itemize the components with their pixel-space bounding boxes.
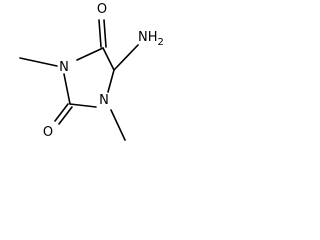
bond-amino xyxy=(113,44,139,71)
atom-labels: O N N O NH2 xyxy=(43,2,164,140)
bond-ring-n3-c2 xyxy=(63,73,71,105)
bond-ring-n1-c5 xyxy=(107,69,115,93)
bond-methyl-bottom xyxy=(110,109,126,141)
atom-oxygen-bottom: O xyxy=(43,125,53,140)
bonds xyxy=(19,19,139,141)
chemical-structure-diagram: O N N O NH2 xyxy=(19,2,164,141)
bond-carbonyl-bottom-1 xyxy=(54,103,69,122)
atom-nitrogen-left: N xyxy=(59,60,69,75)
atom-oxygen-top: O xyxy=(97,2,107,17)
bond-methyl-left xyxy=(19,57,58,67)
atom-nitrogen-bottom: N xyxy=(99,93,109,108)
bond-ring-c4-c5 xyxy=(102,47,115,71)
amino-subscript: 2 xyxy=(158,37,164,48)
bond-ring-c2-n1 xyxy=(69,103,97,108)
atom-amino-group: NH2 xyxy=(138,30,164,48)
bond-carbonyl-top-2 xyxy=(103,19,107,48)
amino-nh: NH xyxy=(138,30,158,45)
bond-carbonyl-bottom-2 xyxy=(58,106,73,125)
bond-ring-c4-n3 xyxy=(76,47,104,61)
bond-carbonyl-top-1 xyxy=(98,19,102,48)
